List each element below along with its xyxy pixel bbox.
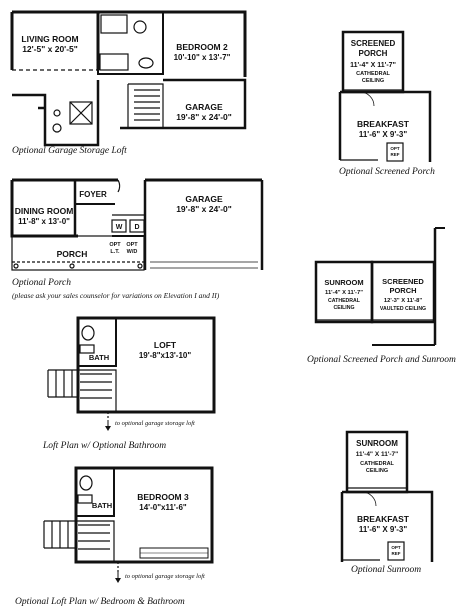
screened-porch-ceiling-1: CATHEDRAL	[356, 71, 390, 77]
sunroom-ceiling-2: CEILING	[333, 305, 354, 311]
loft-bath-label: BATH	[89, 353, 109, 362]
sunroom-label: SUNROOM	[324, 278, 363, 287]
breakfast-dimensions: 11'-6" X 9'-3"	[359, 130, 408, 139]
loft-arrow-note: to optional garage storage loft	[115, 420, 195, 427]
opt-ref-2: REF	[391, 152, 400, 157]
opt-ref-1: OPT	[390, 146, 400, 151]
dining-room-label: DINING ROOM	[15, 206, 74, 216]
screened-porch-2-ceiling: VAULTED CEILING	[380, 306, 426, 312]
caption-screened-porch-and-sunroom: Optional Screened Porch and Sunroom	[307, 355, 456, 365]
porch-garage-label: GARAGE	[185, 194, 223, 204]
washer-label: W	[116, 224, 123, 231]
dryer-label: D	[134, 224, 139, 231]
screened-porch-dimensions: 11'-4" X 11'-7"	[350, 62, 396, 69]
sunroom-2-label: SUNROOM	[356, 439, 398, 448]
plan-loft-with-bedroom-and-bath: BATH BEDROOM 3 14'-0"x11'-6"	[43, 466, 214, 583]
caption-screened-porch: Optional Screened Porch	[339, 167, 435, 177]
sunroom-ceiling-1: CATHEDRAL	[328, 298, 361, 304]
opt-lt-2: L.T.	[110, 249, 120, 255]
breakfast-2-label: BREAKFAST	[357, 514, 410, 524]
sunroom-2-ceiling-1: CATHEDRAL	[360, 461, 394, 467]
screened-porch-ceiling-2: CEILING	[362, 78, 384, 84]
screened-porch-title-1: SCREENED	[351, 39, 396, 48]
opt-wd-1: OPT	[126, 242, 138, 248]
plan-optional-sunroom: SUNROOM 11'-4" X 11'-7" CATHEDRAL CEILIN…	[340, 430, 434, 562]
foyer-label: FOYER	[79, 190, 107, 199]
porch-label: PORCH	[57, 249, 88, 259]
plan-optional-porch: FOYER DINING ROOM 11'-8" x 13'-0" GARAGE…	[10, 178, 264, 271]
garage-label: GARAGE	[185, 102, 223, 112]
screened-porch-title-2: PORCH	[359, 49, 388, 58]
caption-garage-storage-loft: Optional Garage Storage Loft	[12, 146, 127, 156]
sunroom-dimensions: 11'-4" X 11'-7"	[325, 290, 363, 296]
bedroom-3-dimensions: 14'-0"x11'-6"	[139, 503, 187, 512]
opt-ref-2-1: OPT	[391, 545, 401, 550]
caption-optional-sunroom: Optional Sunroom	[351, 565, 422, 575]
bedroom-3-label: BEDROOM 3	[137, 492, 189, 502]
screened-porch-2-title-2: PORCH	[389, 286, 416, 295]
sunroom-2-dimensions: 11'-4" X 11'-7"	[356, 451, 399, 458]
bedroom-arrow-note: to optional garage storage loft	[125, 573, 205, 580]
screened-porch-2-title-1: SCREENED	[382, 277, 424, 286]
porch-garage-dimensions: 19'-8" x 24'-0"	[176, 204, 232, 214]
caption-loft-with-bedroom-and-bath: Optional Loft Plan w/ Bedroom & Bathroom	[15, 597, 185, 607]
opt-lt-1: OPT	[109, 242, 121, 248]
caption-optional-porch: Optional Porch	[12, 278, 72, 288]
sunroom-2-ceiling-2: CEILING	[366, 468, 388, 474]
living-room-dimensions: 12'-5" x 20'-5"	[22, 44, 78, 54]
screened-porch-2-dimensions: 12'-3" X 11'-8"	[384, 298, 422, 304]
opt-ref-2-2: REF	[392, 551, 401, 556]
bedroom-2-label: BEDROOM 2	[176, 42, 228, 52]
plan-garage-storage-loft: LIVING ROOM 12'-5" x 20'-5" BEDROOM 2 10…	[10, 10, 247, 147]
porch-variations-note: (please ask your sales counselor for var…	[12, 291, 220, 300]
living-room-label: LIVING ROOM	[21, 34, 78, 44]
plan-screened-porch: SCREENED PORCH 11'-4" X 11'-7" CATHEDRAL…	[338, 30, 432, 162]
caption-loft-with-bathroom: Loft Plan w/ Optional Bathroom	[43, 441, 167, 451]
bedroom-2-dimensions: 10'-10" x 13'-7"	[174, 53, 231, 62]
plan-screened-porch-and-sunroom: SUNROOM 11'-4" X 11'-7" CATHEDRAL CEILIN…	[314, 227, 445, 346]
plan-loft-with-bathroom: BATH LOFT 19'-8"x13'-10"	[47, 316, 216, 431]
loft-dimensions: 19'-8"x13'-10"	[139, 351, 192, 360]
bed-bath-label: BATH	[92, 501, 112, 510]
opt-wd-2: W/D	[127, 249, 138, 255]
loft-label: LOFT	[154, 340, 177, 350]
garage-dimensions: 19'-8" x 24'-0"	[176, 112, 232, 122]
dining-room-dimensions: 11'-8" x 13'-0"	[18, 217, 70, 226]
breakfast-2-dimensions: 11'-6" X 9'-3"	[359, 525, 408, 534]
breakfast-label: BREAKFAST	[357, 119, 410, 129]
